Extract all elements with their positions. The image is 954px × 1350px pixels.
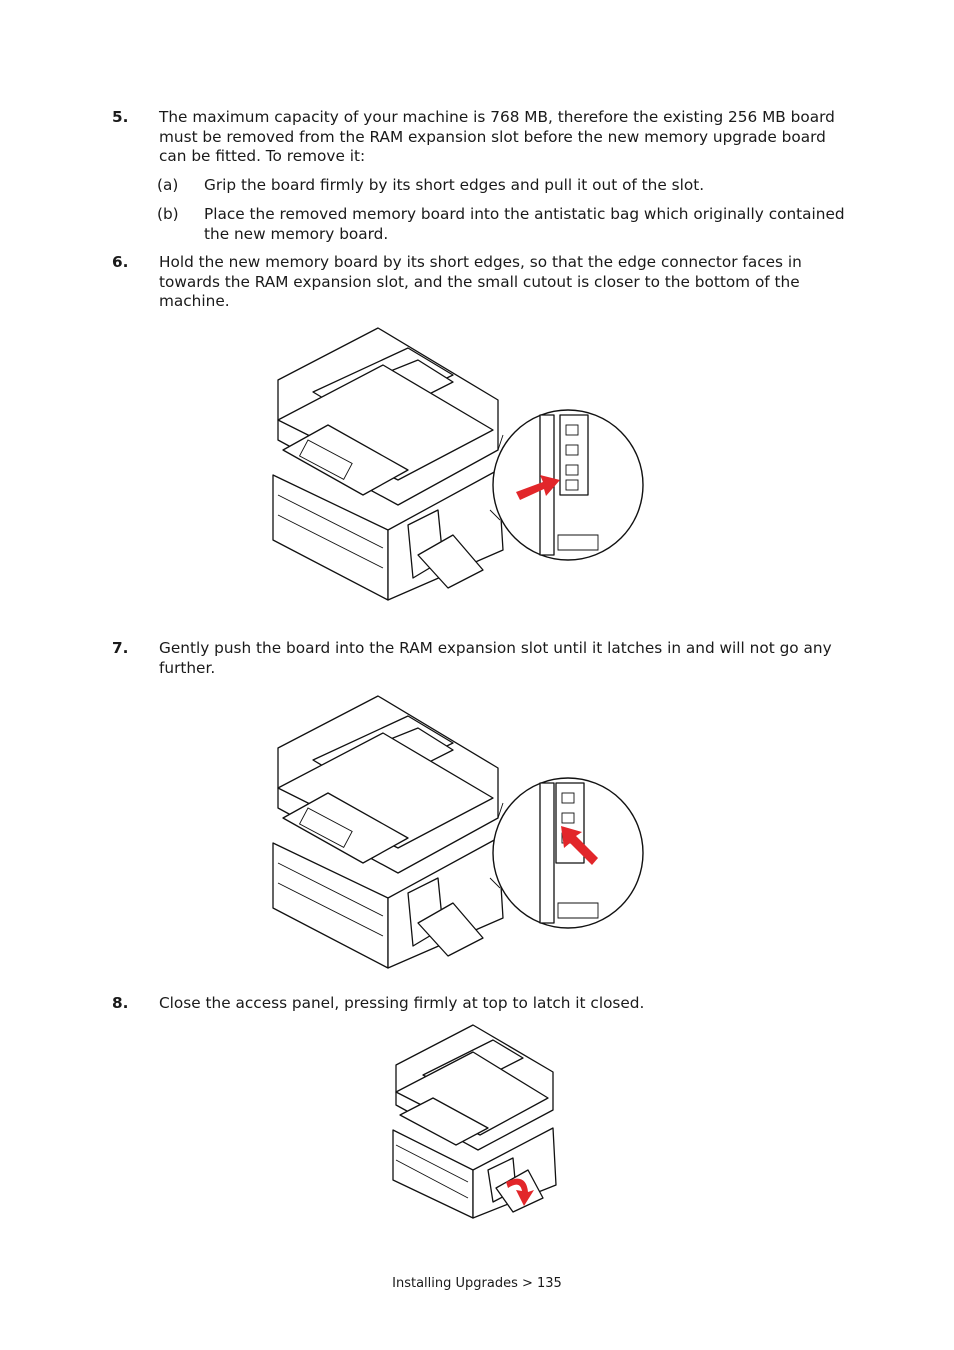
substep-text: Place the removed memory board into the … (204, 205, 845, 243)
printer-memory-push-illustration (272, 695, 644, 969)
page-footer: Installing Upgrades > 135 (392, 1276, 562, 1291)
substep-label: (a) (157, 176, 179, 194)
substep-b: (b) Place the removed memory board into … (157, 205, 847, 244)
step-5: 5. The maximum capacity of your machine … (112, 108, 842, 167)
step-text: Close the access panel, pressing firmly … (159, 994, 645, 1012)
step-number: 8. (112, 994, 129, 1012)
printer-drawing (272, 327, 504, 601)
ram-slot-closeup (489, 777, 644, 929)
step-6: 6. Hold the new memory board by its shor… (112, 253, 842, 312)
step-number: 7. (112, 639, 129, 657)
printer-memory-insert-illustration (272, 327, 644, 601)
close-arrow-icon (506, 1178, 534, 1206)
ram-slot-closeup (489, 409, 644, 561)
printer-drawing (272, 695, 504, 969)
step-text: Gently push the board into the RAM expan… (159, 639, 832, 677)
step-number: 5. (112, 108, 129, 126)
step-text: Hold the new memory board by its short e… (159, 253, 802, 311)
step-number: 6. (112, 253, 129, 271)
printer-close-panel-illustration (392, 1024, 557, 1219)
printer-drawing (392, 1024, 557, 1219)
push-arrow-icon (561, 826, 598, 865)
substep-label: (b) (157, 205, 179, 223)
step-7: 7. Gently push the board into the RAM ex… (112, 639, 842, 678)
step-8: 8. Close the access panel, pressing firm… (112, 994, 842, 1014)
insert-arrow-icon (516, 475, 560, 500)
substep-text: Grip the board firmly by its short edges… (204, 176, 705, 194)
substep-a: (a) Grip the board firmly by its short e… (157, 176, 847, 196)
step-text: The maximum capacity of your machine is … (159, 108, 835, 166)
